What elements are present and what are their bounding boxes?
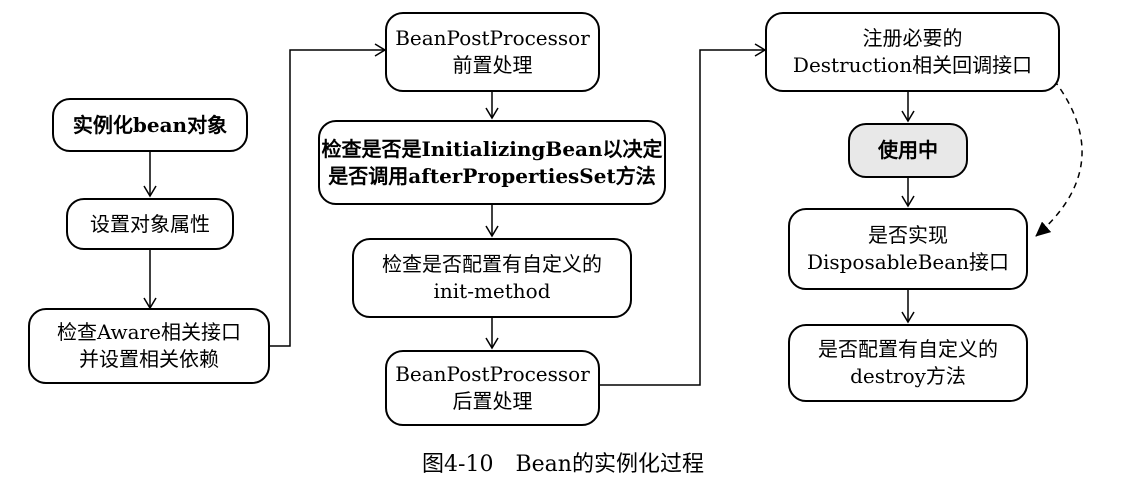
- node-bpp-after-line1: BeanPostProcessor: [395, 362, 590, 386]
- node-check-destroy-method-line1: 是否配置有自定义的: [818, 337, 998, 361]
- node-instantiate-bean: 实例化bean对象: [52, 98, 248, 152]
- node-check-initializing-bean-line2: 是否调用afterPropertiesSet方法: [328, 163, 656, 188]
- node-check-destroy-method: 是否配置有自定义的 destroy方法: [788, 324, 1028, 402]
- node-set-properties-line1: 设置对象属性: [90, 211, 210, 236]
- edge-aware-to-bppbefore: [270, 43, 387, 347]
- node-check-init-method: 检查是否配置有自定义的 init-method: [352, 238, 632, 318]
- node-check-init-method-line1: 检查是否配置有自定义的: [382, 252, 602, 276]
- node-in-use-line1: 使用中: [878, 138, 938, 162]
- node-bpp-before: BeanPostProcessor 前置处理: [385, 12, 600, 92]
- node-register-destruction-line1: 注册必要的: [862, 26, 963, 50]
- node-check-init-method-line2: init-method: [433, 279, 551, 303]
- node-check-initializing-bean-line1: 检查是否是InitializingBean以决定: [321, 136, 663, 161]
- node-check-destroy-method-line2: destroy方法: [850, 364, 966, 388]
- edge-bppafter-to-register: [600, 43, 767, 386]
- node-check-aware-line1: 检查Aware相关接口: [57, 320, 241, 344]
- node-check-disposable-bean-line1: 是否实现: [868, 223, 948, 247]
- node-check-aware-line2: 并设置相关依赖: [79, 347, 219, 371]
- node-set-properties: 设置对象属性: [66, 198, 234, 250]
- node-bpp-before-line2: 前置处理: [452, 53, 533, 77]
- node-bpp-after: BeanPostProcessor 后置处理: [385, 350, 600, 426]
- node-check-disposable-bean-line2: DisposableBean接口: [806, 250, 1010, 274]
- node-in-use: 使用中: [848, 123, 968, 178]
- node-register-destruction: 注册必要的 Destruction相关回调接口: [765, 12, 1060, 92]
- node-check-initializing-bean: 检查是否是InitializingBean以决定 是否调用afterProper…: [318, 120, 666, 205]
- edge-register-to-disposable-dashed: [1035, 79, 1083, 237]
- node-instantiate-bean-line1: 实例化bean对象: [72, 112, 228, 137]
- node-bpp-before-line1: BeanPostProcessor: [395, 26, 590, 50]
- node-check-aware: 检查Aware相关接口 并设置相关依赖: [28, 308, 270, 384]
- node-check-disposable-bean: 是否实现 DisposableBean接口: [788, 208, 1028, 290]
- node-bpp-after-line2: 后置处理: [452, 389, 533, 413]
- node-register-destruction-line2: Destruction相关回调接口: [792, 53, 1033, 77]
- figure-caption: 图4-10 Bean的实例化过程: [422, 452, 704, 477]
